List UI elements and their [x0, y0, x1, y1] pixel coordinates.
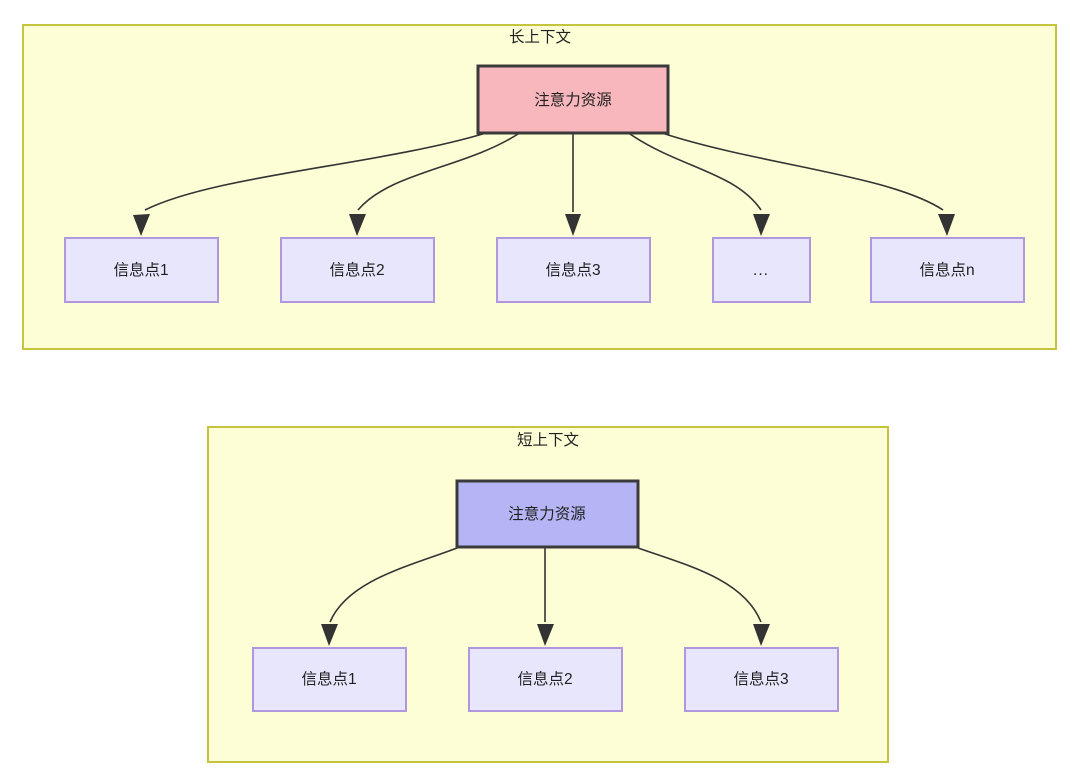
node-info-point-2[interactable]: 信息点2: [280, 237, 435, 303]
node-info-point-2-label: 信息点2: [329, 261, 384, 279]
node-attention-resource-long-rect[interactable]: [476, 64, 670, 135]
edge-root-to-info-n: [661, 132, 944, 211]
node-short-info-point-3-label: 信息点3: [733, 670, 788, 688]
arrowhead-short-info-2: [537, 624, 554, 646]
node-info-point-2-rect[interactable]: [280, 237, 435, 303]
arrowhead-short-info-1: [321, 624, 338, 646]
panel-long-context: 长上下文 注意: [22, 24, 1057, 350]
node-attention-resource-short[interactable]: 注意力资源: [455, 479, 640, 549]
arrowhead-info-1: [133, 214, 150, 236]
node-info-point-n[interactable]: 信息点n: [870, 237, 1025, 303]
edge-root-to-info-ellipsis: [629, 133, 762, 211]
panel-short-context-title: 短上下文: [517, 431, 579, 449]
node-attention-resource-long-label: 注意力资源: [534, 90, 612, 109]
node-short-info-point-1[interactable]: 信息点1: [252, 647, 407, 712]
node-short-info-point-2-label: 信息点2: [517, 670, 572, 688]
panel-short-context: 短上下文 注意力资源 信息点1: [207, 426, 889, 763]
node-short-info-point-2[interactable]: 信息点2: [468, 647, 623, 712]
node-info-point-ellipsis[interactable]: ...: [712, 237, 811, 303]
edge-root-to-info-1: [144, 132, 487, 211]
arrowhead-info-ellipsis: [753, 214, 770, 236]
arrowhead-info-n: [938, 214, 955, 236]
node-short-info-point-1-rect[interactable]: [252, 647, 407, 712]
panel-long-context-title: 长上下文: [509, 28, 571, 46]
node-info-point-3-label: 信息点3: [545, 261, 600, 279]
arrowhead-short-info-3: [753, 624, 770, 646]
node-info-point-n-label: 信息点n: [919, 261, 974, 279]
arrowhead-info-3: [565, 214, 581, 236]
node-attention-resource-long[interactable]: 注意力资源: [476, 64, 670, 135]
node-short-info-point-1-label: 信息点1: [301, 670, 356, 688]
node-attention-resource-short-rect[interactable]: [455, 479, 640, 549]
node-info-point-1-label: 信息点1: [113, 261, 168, 279]
edge-short-root-to-info-3: [637, 547, 762, 623]
node-info-point-ellipsis-label: ...: [753, 262, 769, 279]
arrowhead-info-2: [349, 214, 366, 236]
node-info-point-3-rect[interactable]: [496, 237, 651, 303]
node-short-info-point-3-rect[interactable]: [684, 647, 839, 712]
node-info-point-1-rect[interactable]: [64, 237, 219, 303]
node-info-point-3[interactable]: 信息点3: [496, 237, 651, 303]
node-short-info-point-3[interactable]: 信息点3: [684, 647, 839, 712]
node-info-point-1[interactable]: 信息点1: [64, 237, 219, 303]
edges-long-context: [133, 132, 955, 236]
node-attention-resource-short-label: 注意力资源: [508, 504, 586, 523]
edges-short-context: [321, 547, 770, 646]
node-info-point-ellipsis-rect[interactable]: [712, 237, 811, 303]
node-short-info-point-2-rect[interactable]: [468, 647, 623, 712]
node-info-point-n-rect[interactable]: [870, 237, 1025, 303]
edge-short-root-to-info-1: [329, 547, 458, 623]
edge-root-to-info-2: [357, 133, 519, 211]
